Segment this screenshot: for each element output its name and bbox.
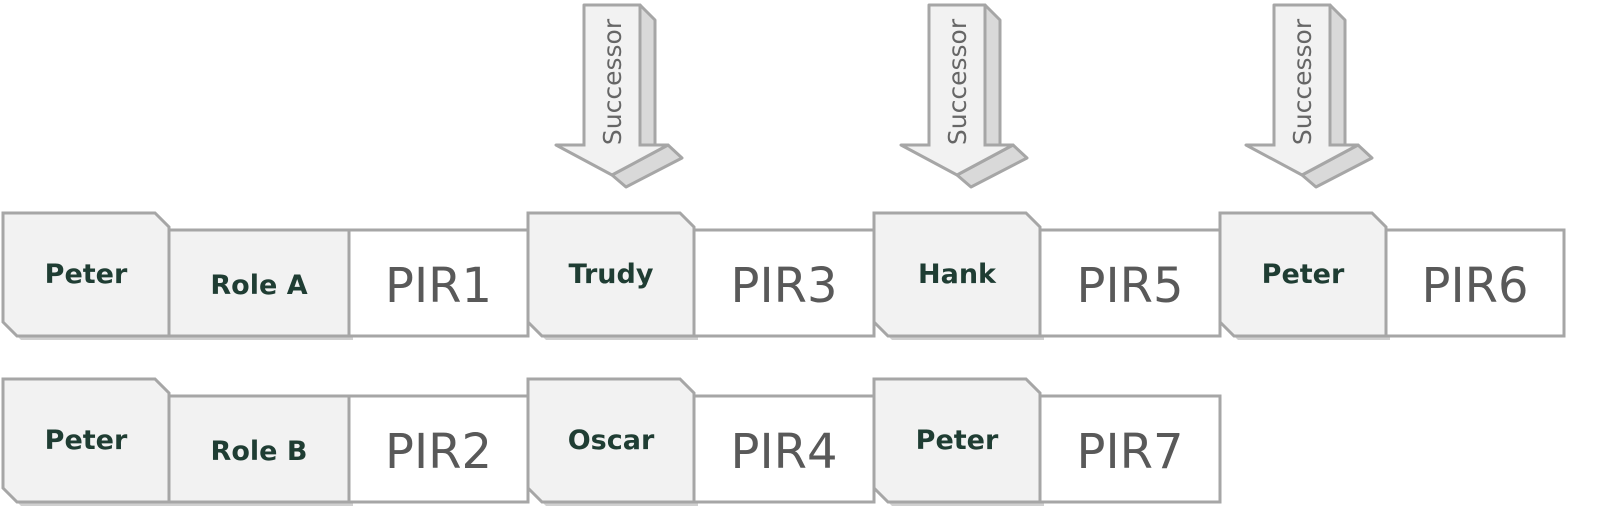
successor-arrow: Successor (554, 3, 684, 189)
role-box (167, 228, 351, 338)
arrow-shaft (582, 3, 642, 147)
pir-box (692, 394, 876, 504)
successor-label: Successor (943, 18, 972, 145)
person-name: Oscar (568, 425, 655, 456)
pir-label: PIR6 (1422, 258, 1529, 314)
person-name: Hank (918, 259, 997, 290)
person-name: Trudy (569, 259, 654, 290)
pir-label: PIR7 (1077, 424, 1184, 480)
pir-label: PIR1 (385, 258, 492, 314)
arrow-joint (930, 143, 984, 147)
successor-arrow: Successor (1244, 3, 1374, 189)
pir-box (1038, 394, 1222, 504)
pir-label: PIR4 (731, 424, 838, 480)
role-box (167, 394, 351, 504)
row-1: Peter Role A PIR1 Trudy PIR3 Hank PIR5 Peter PIR… (1, 211, 1566, 340)
arrow-joint (1275, 143, 1329, 147)
pir-label: PIR5 (1077, 258, 1184, 314)
arrow-shaft-side (983, 3, 1002, 159)
pir-box (1384, 228, 1566, 338)
row-2: Peter Role B PIR2 Oscar PIR4 Peter PIR7 (1, 377, 1222, 506)
pir-box (347, 394, 530, 504)
person-name: Peter (45, 259, 128, 290)
successor-label: Successor (1288, 18, 1317, 145)
arrow-shaft-side (638, 3, 657, 159)
role-label: Role A (210, 270, 307, 301)
pir-label: PIR3 (731, 258, 838, 314)
pir-label: PIR2 (385, 424, 492, 480)
arrow-shaft-side (1328, 3, 1347, 159)
successor-arrow: Successor (899, 3, 1029, 189)
pir-box (347, 228, 530, 338)
arrow-joint (585, 143, 639, 147)
arrow-shaft (1272, 3, 1332, 147)
person-name: Peter (1262, 259, 1345, 290)
role-label: Role B (211, 436, 308, 467)
person-name: Peter (916, 425, 999, 456)
successor-label: Successor (598, 18, 627, 145)
person-name: Peter (45, 425, 128, 456)
pir-box (692, 228, 876, 338)
arrow-shaft (927, 3, 987, 147)
